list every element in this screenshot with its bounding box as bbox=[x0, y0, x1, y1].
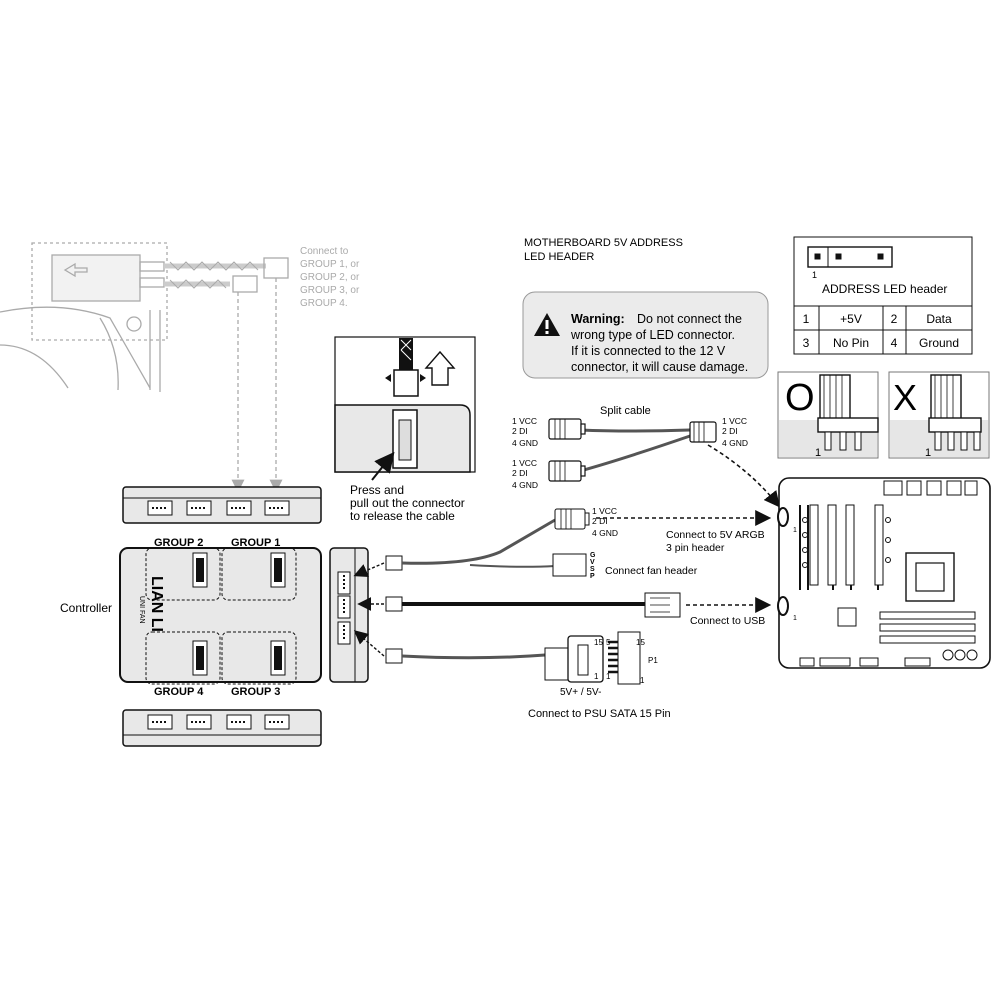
fan-sketch bbox=[0, 242, 289, 493]
correct-mark: O bbox=[785, 377, 815, 419]
svg-text:GROUP 2: GROUP 2 bbox=[154, 537, 203, 549]
controller-cables bbox=[353, 508, 772, 685]
svg-text:1: 1 bbox=[594, 672, 599, 681]
svg-text:1: 1 bbox=[793, 615, 797, 622]
svg-text:5: 5 bbox=[606, 638, 611, 647]
header-table-cells: 1 +5V 2 Data 3 No Pin 4 Ground bbox=[803, 312, 959, 350]
svg-text:15: 15 bbox=[594, 638, 603, 647]
sata-pin-labels: 15 5 1 1 bbox=[594, 638, 611, 681]
wrong-mark: X bbox=[893, 377, 917, 418]
svg-text:1: 1 bbox=[640, 676, 645, 685]
sata-right-labels: 15 P1 1 bbox=[636, 638, 658, 685]
wrong-pin: 1 bbox=[925, 447, 931, 459]
svg-text:GROUP 1: GROUP 1 bbox=[231, 537, 280, 549]
fan-header-label: Connect fan header bbox=[605, 565, 698, 577]
split-pins-b: 1 VCC 2 DI 4 GND bbox=[512, 458, 539, 490]
svg-text:GROUP 4: GROUP 4 bbox=[154, 686, 204, 698]
warning-text: Warning: Do not connect the wrong type o… bbox=[570, 312, 748, 374]
argb-label: Connect to 5V ARGB 3 pin header bbox=[666, 529, 768, 554]
svg-text:3: 3 bbox=[803, 336, 810, 350]
svg-text:Ground: Ground bbox=[919, 336, 959, 350]
correct-panel bbox=[777, 371, 879, 459]
split-cable bbox=[548, 418, 717, 482]
usb-label: Connect to USB bbox=[690, 615, 765, 627]
motherboard bbox=[777, 477, 991, 669]
controller-sub: UNI FAN bbox=[138, 596, 145, 624]
svg-text:1: 1 bbox=[606, 672, 611, 681]
svg-text:15: 15 bbox=[636, 638, 645, 647]
svg-text:No Pin: No Pin bbox=[833, 336, 869, 350]
svg-text:2: 2 bbox=[891, 312, 898, 326]
controller bbox=[119, 486, 369, 747]
svg-text:4: 4 bbox=[891, 336, 898, 350]
warning-box bbox=[522, 291, 769, 379]
fan-header-pins: G V S P bbox=[590, 552, 597, 580]
svg-text:+5V: +5V bbox=[840, 312, 862, 326]
split-cable-label: Split cable bbox=[600, 405, 651, 417]
split-pins-c: 1 VCC 2 DI 4 GND bbox=[722, 416, 749, 448]
wrong-panel bbox=[888, 371, 990, 459]
sata-label: Connect to PSU SATA 15 Pin bbox=[528, 708, 671, 720]
svg-text:Data: Data bbox=[926, 312, 952, 326]
svg-text:GROUP 3: GROUP 3 bbox=[231, 686, 280, 698]
svg-text:1: 1 bbox=[803, 312, 810, 326]
header-pin-one: 1 bbox=[812, 270, 817, 280]
sata-voltage: 5V+ / 5V- bbox=[560, 687, 601, 698]
split-to-mobo-arrow bbox=[707, 444, 780, 508]
controller-label: Controller bbox=[60, 601, 112, 615]
mobo-marks: 1 1 bbox=[793, 527, 797, 622]
svg-text:P1: P1 bbox=[648, 656, 658, 665]
release-detail bbox=[334, 336, 476, 481]
svg-text:1: 1 bbox=[793, 527, 797, 534]
motherboard-header-title: MOTHERBOARD 5V ADDRESS LED HEADER bbox=[524, 237, 686, 263]
split-pins-a: 1 VCC 2 DI 4 GND bbox=[512, 416, 539, 448]
fan-hint: Connect to GROUP 1, or GROUP 2, or GROUP… bbox=[300, 246, 362, 309]
header-caption: ADDRESS LED header bbox=[822, 282, 947, 296]
controller-groups: GROUP 2 GROUP 1 GROUP 4 GROUP 3 bbox=[154, 537, 280, 698]
controller-brand: LIAN LI bbox=[148, 576, 165, 632]
correct-pin: 1 bbox=[815, 447, 821, 459]
argb-pins: 1 VCC 2 DI 4 GND bbox=[592, 506, 619, 538]
header-table bbox=[793, 236, 973, 355]
press-note: Press and pull out the connector to rele… bbox=[350, 483, 468, 523]
